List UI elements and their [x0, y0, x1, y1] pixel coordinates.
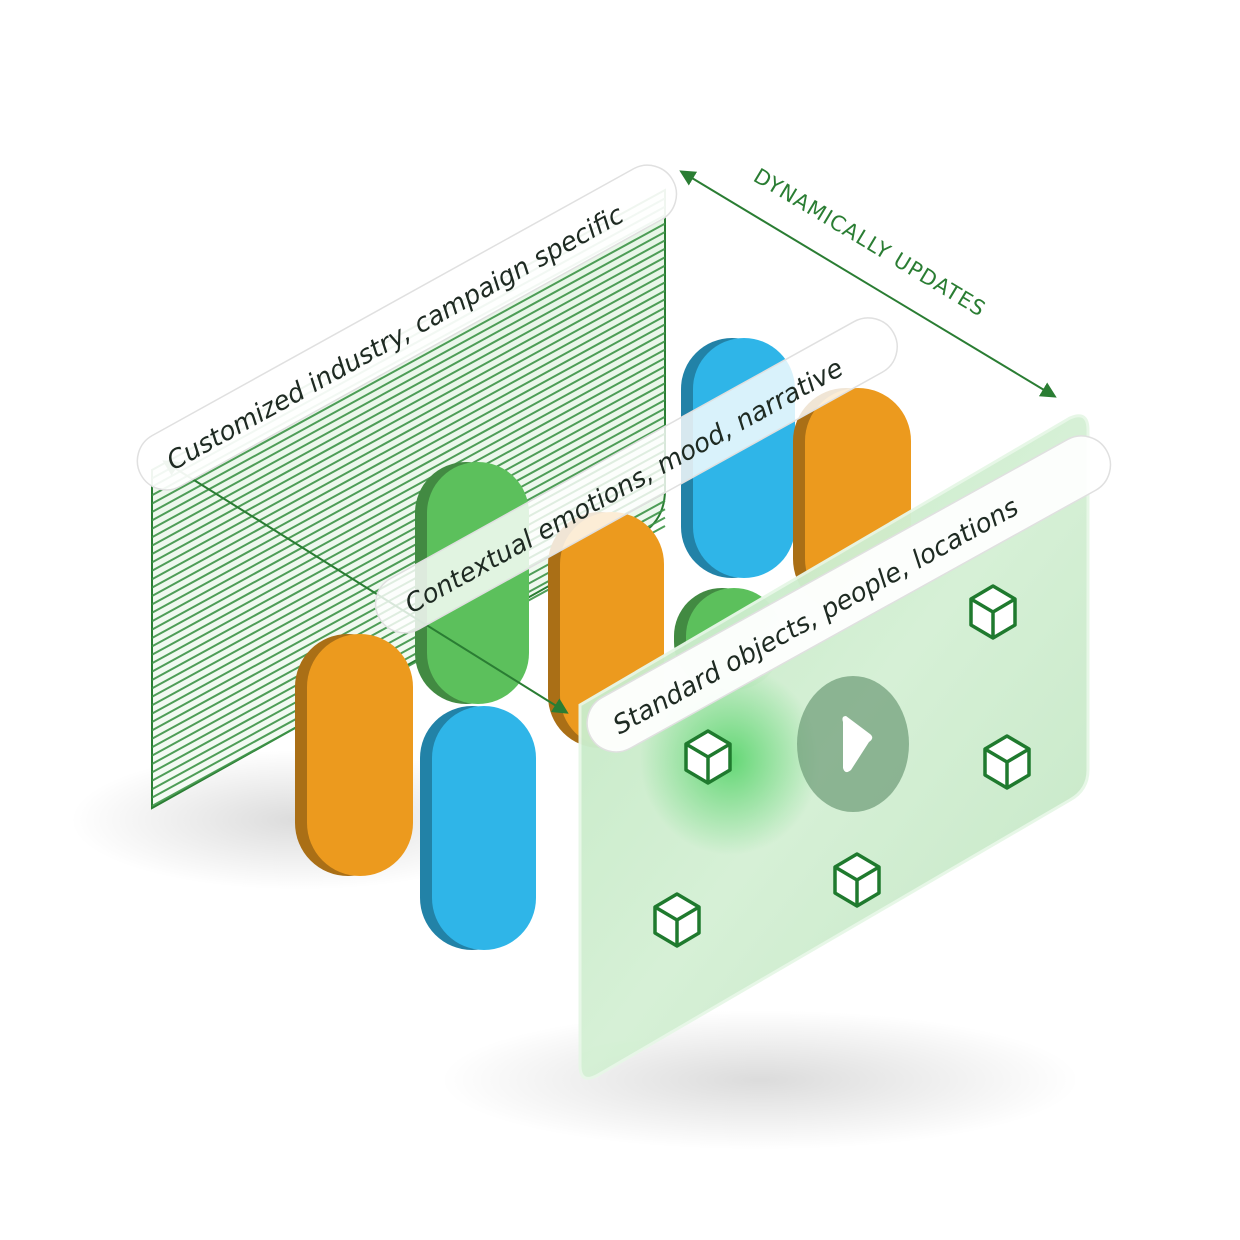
play-button[interactable] [797, 676, 909, 812]
stripe-line [151, 222, 666, 505]
ground-shadow-front [440, 1010, 1080, 1150]
cube-icon [969, 584, 1017, 640]
play-icon [842, 716, 873, 773]
cube-icon [833, 852, 881, 908]
connector-arrow-diagonal [162, 460, 569, 714]
cube-icon [983, 734, 1031, 790]
cube-icon [684, 729, 732, 785]
pill-shape [432, 706, 536, 950]
pill-shape [307, 634, 413, 876]
connector-arrow-dynamic [679, 170, 1057, 398]
dynamic-updates-label: DYNAMICALLY UPDATES [749, 164, 990, 322]
cube-icon [653, 892, 701, 948]
front-panel [578, 414, 1090, 1080]
